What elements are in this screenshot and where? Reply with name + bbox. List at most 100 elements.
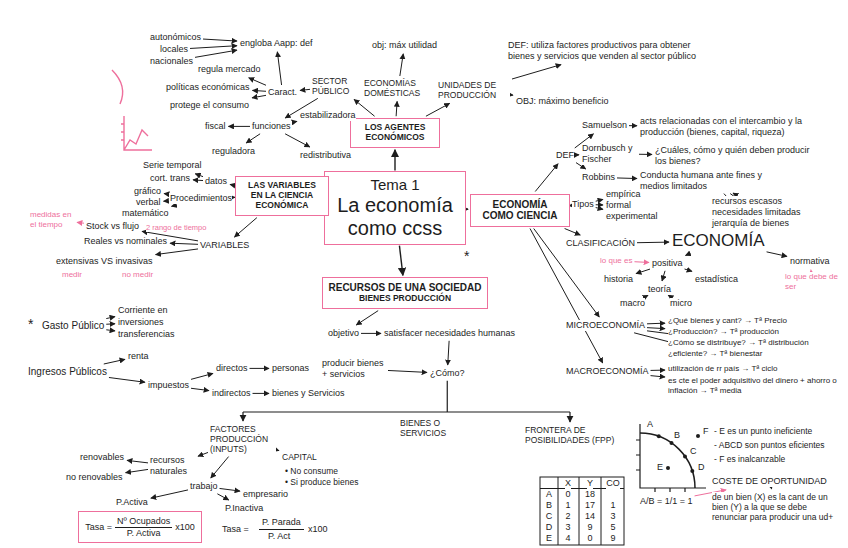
note-text: P.Activa — [116, 497, 148, 508]
point-dot — [683, 455, 687, 459]
note-text: - E es un punto ineficiente — [714, 426, 812, 436]
branch-bar — [243, 411, 570, 412]
leader-line — [647, 323, 665, 325]
note-text: positiva — [652, 258, 683, 269]
note-text: - ABCD son puntos eficientes — [714, 440, 825, 450]
leader-line — [596, 204, 603, 205]
note-text: D — [698, 462, 705, 473]
leader-line — [354, 99, 375, 116]
leader-line — [634, 261, 649, 263]
leader-line — [512, 65, 561, 79]
leader-line — [164, 193, 168, 195]
branch-bar — [569, 412, 570, 422]
note-text: E — [657, 462, 663, 473]
leader-line — [170, 243, 198, 244]
note-text: P. Parada — [262, 517, 301, 528]
leader-line — [246, 134, 260, 143]
pink-mini-chart — [121, 116, 152, 150]
note-text: A/B = 1/1 = 1 — [640, 496, 693, 507]
note-text: producir bienes + servicios — [322, 358, 386, 380]
leader-line — [217, 494, 228, 500]
leader-line — [104, 359, 125, 364]
note-text: estadística — [695, 274, 738, 285]
leader-line — [234, 218, 256, 237]
note-text: 2 rango de tiempo — [146, 223, 206, 232]
note-text: indirectos — [212, 388, 251, 399]
note-text: A — [647, 419, 653, 430]
leader-line — [629, 125, 637, 126]
note-text: DEF — [556, 150, 574, 161]
note-text: ¿Cómo se distribuye? → Tª distribución — [668, 338, 809, 348]
node-text: LOS AGENTES ECONÓMICOS — [357, 123, 433, 143]
note-text: renta — [128, 351, 149, 362]
graph-axes — [640, 424, 706, 488]
leader-line — [126, 469, 148, 472]
note-text: utilización de rr país → Tª ciclo — [668, 364, 778, 374]
leader-line — [426, 103, 450, 116]
fpp-curve — [640, 433, 695, 488]
note-text: FRONTERA DE POSIBILIDADES (FPP) — [525, 425, 615, 445]
note-text: estabilizadora — [300, 110, 356, 121]
note-text: autonómicos — [150, 32, 201, 43]
table-cell: 2 — [565, 511, 570, 522]
leader-line — [106, 317, 115, 319]
note-text: ECONOMÍAS DOMÉSTICAS — [364, 78, 432, 98]
note-text: impuestos — [148, 380, 189, 391]
connector — [399, 246, 402, 276]
leader-line — [771, 488, 772, 489]
note-text: medir — [62, 270, 82, 280]
note-text: gráfico — [134, 186, 161, 197]
note-text: Conducta humana ante fines y medios limi… — [640, 170, 785, 192]
table-cell: 14 — [585, 511, 595, 522]
leader-line — [596, 208, 603, 210]
note-text: * — [464, 248, 469, 265]
note-text: datos — [205, 176, 227, 187]
branch-bar — [242, 412, 243, 421]
table-cell: 1 — [565, 500, 570, 511]
table-cell: 0 — [565, 489, 570, 500]
note-text: ¿Producción? → Tª producción — [668, 327, 779, 337]
table-cell: 3 — [610, 511, 615, 522]
note-text: Tipos — [572, 199, 594, 210]
note-text: P. Act — [268, 531, 290, 542]
leader-line — [662, 271, 665, 281]
connector — [467, 208, 468, 209]
leader-line — [127, 460, 148, 462]
note-text: Caract. — [268, 87, 297, 98]
connector — [394, 150, 395, 171]
note-text: inversiones — [118, 317, 164, 328]
table-cell: E — [546, 533, 552, 544]
note-text: satisfacer necesidades humanas — [384, 328, 515, 339]
note-text: teoría — [648, 284, 671, 295]
leader-line — [293, 121, 297, 123]
leader-line — [172, 205, 174, 207]
note-text: Tasa = — [222, 524, 249, 535]
leader-line — [198, 452, 208, 456]
leader-line — [191, 388, 209, 390]
note-text: Stock vs flujo — [86, 221, 139, 232]
leader-line — [639, 154, 652, 155]
note-text: fiscal — [205, 121, 226, 132]
leader-line — [617, 177, 637, 179]
topic-box: LOS AGENTES ECONÓMICOS — [350, 118, 440, 148]
leader-line — [396, 101, 398, 116]
leader-line — [285, 134, 310, 147]
leader-line — [361, 333, 381, 334]
note-text: F — [703, 426, 709, 437]
central-topic-box: Tema 1La economía como ccss — [324, 171, 466, 244]
leader-line — [193, 179, 203, 181]
node-text: BIENES PRODUCCIÓN — [329, 294, 482, 304]
table-cell: 1 — [610, 500, 615, 511]
note-text: jerarquía de bienes — [712, 218, 789, 229]
table-rules — [540, 477, 624, 545]
note-text: Gasto Público — [42, 320, 104, 332]
note-text: funciones — [252, 121, 291, 132]
table-cell: 0 — [587, 533, 592, 544]
leader-line — [190, 46, 237, 49]
leader-line — [106, 323, 115, 324]
pink-doodles — [112, 70, 152, 150]
leader-line — [277, 52, 281, 85]
note-text: objetivo — [328, 328, 359, 339]
note-text: obj: máx utilidad — [372, 40, 437, 51]
